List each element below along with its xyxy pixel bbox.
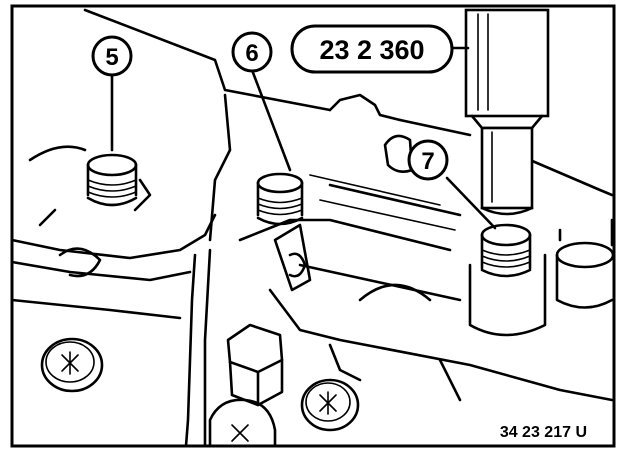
screw-cap-center	[300, 378, 360, 432]
tool-number-label: 23 2 360	[319, 35, 424, 65]
figure-reference: 34 23 217 U	[500, 424, 587, 441]
callout-label-5: 5	[105, 44, 118, 71]
leader-6	[250, 68, 292, 172]
sealing-plug-5	[86, 153, 138, 207]
sealing-plug-6	[256, 172, 304, 226]
leader-lines	[110, 46, 497, 230]
screw-cap-left	[40, 337, 104, 393]
housing	[10, 8, 614, 448]
callout-6: 6	[231, 31, 273, 73]
leader-7	[445, 176, 497, 230]
special-tool	[464, 8, 550, 216]
screw-cap-bottom	[208, 398, 277, 448]
callout-label-6: 6	[245, 40, 258, 67]
cylinder-boss	[555, 218, 615, 309]
hex-bolt	[226, 323, 284, 407]
callout-label-7: 7	[421, 148, 434, 175]
frame-border	[10, 4, 616, 448]
sealing-plug-7	[468, 223, 547, 337]
callout-7: 7	[407, 139, 449, 181]
callout-5: 5	[91, 35, 133, 77]
tool-number-callout: 23 2 360	[290, 24, 454, 74]
